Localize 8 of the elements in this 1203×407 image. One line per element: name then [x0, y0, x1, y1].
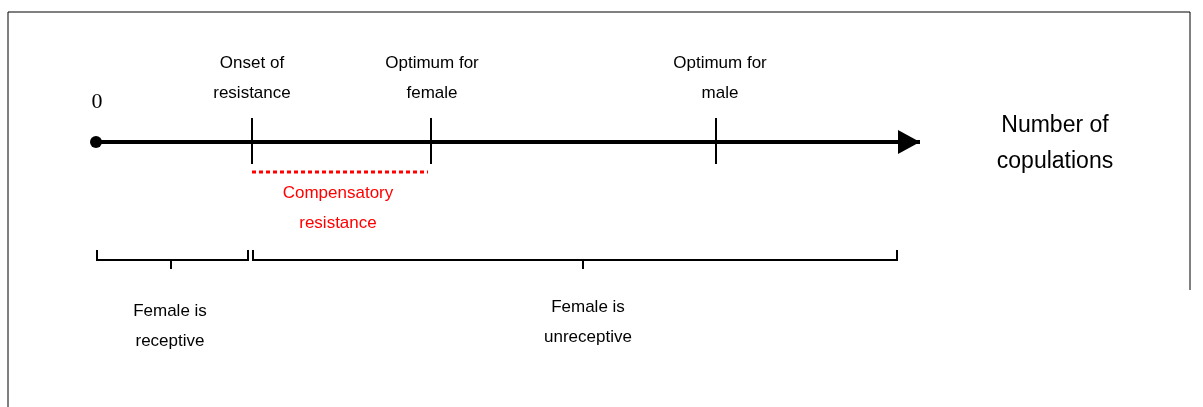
tick-label: Optimum for female	[384, 52, 480, 104]
tick-label: Optimum for male	[672, 52, 768, 104]
axis-title: Number of copulations	[995, 110, 1115, 175]
range-label: Compensatory resistance	[281, 182, 395, 234]
range-label: Female is receptive	[132, 300, 208, 352]
axis-origin-label: 0	[90, 87, 104, 115]
range-label: Female is unreceptive	[543, 296, 633, 348]
tick-label: Onset of resistance	[212, 52, 292, 104]
